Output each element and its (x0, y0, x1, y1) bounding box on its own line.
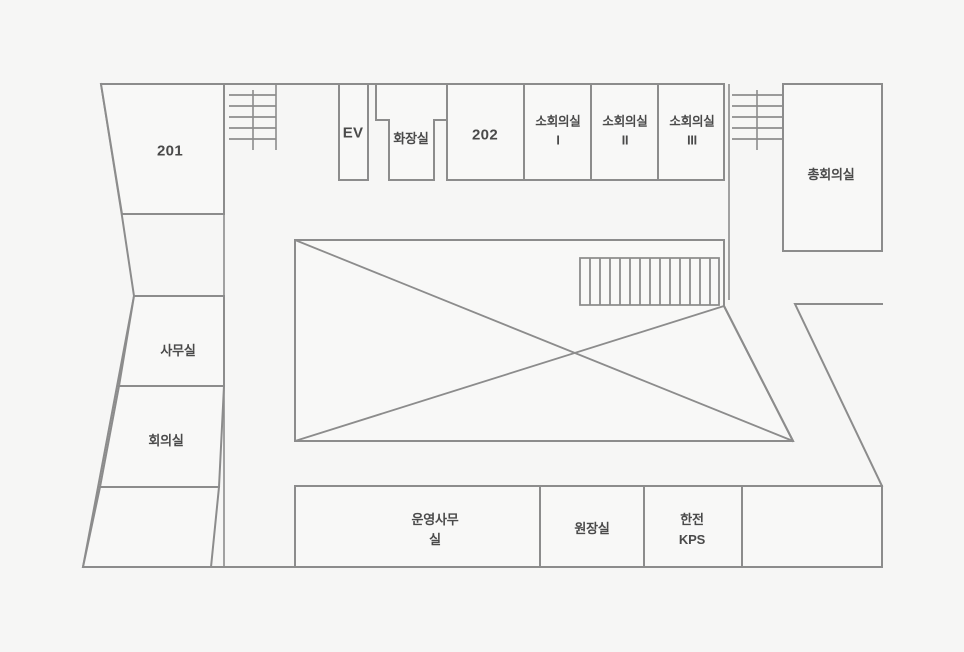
void-diagonal-1 (294, 239, 794, 442)
room-outline-meeting-2 (590, 83, 659, 181)
stair-center (579, 257, 720, 306)
room-outline-admin (294, 485, 541, 568)
room-outline-conference (98, 385, 226, 488)
room-outline-202 (446, 83, 525, 181)
room-outline-restroom (375, 83, 448, 181)
room-outline-assembly (782, 83, 883, 252)
room-outline-director (539, 485, 645, 568)
room-outline-201 (99, 83, 225, 215)
room-outline-kps (643, 485, 743, 568)
stair-upper-left (223, 84, 277, 567)
room-outline-office (117, 295, 225, 387)
void-diagonal-2 (294, 305, 725, 442)
outer-wall-east-angled (793, 303, 884, 488)
stair-upper-right (728, 84, 784, 300)
room-outline-bottom-right (741, 485, 883, 568)
room-outline-meeting-3 (657, 83, 725, 181)
room-outline-ev (338, 83, 369, 181)
void-edge-right (723, 239, 795, 443)
room-outline-left-lower (81, 486, 221, 568)
room-outline-meeting-1 (523, 83, 592, 181)
